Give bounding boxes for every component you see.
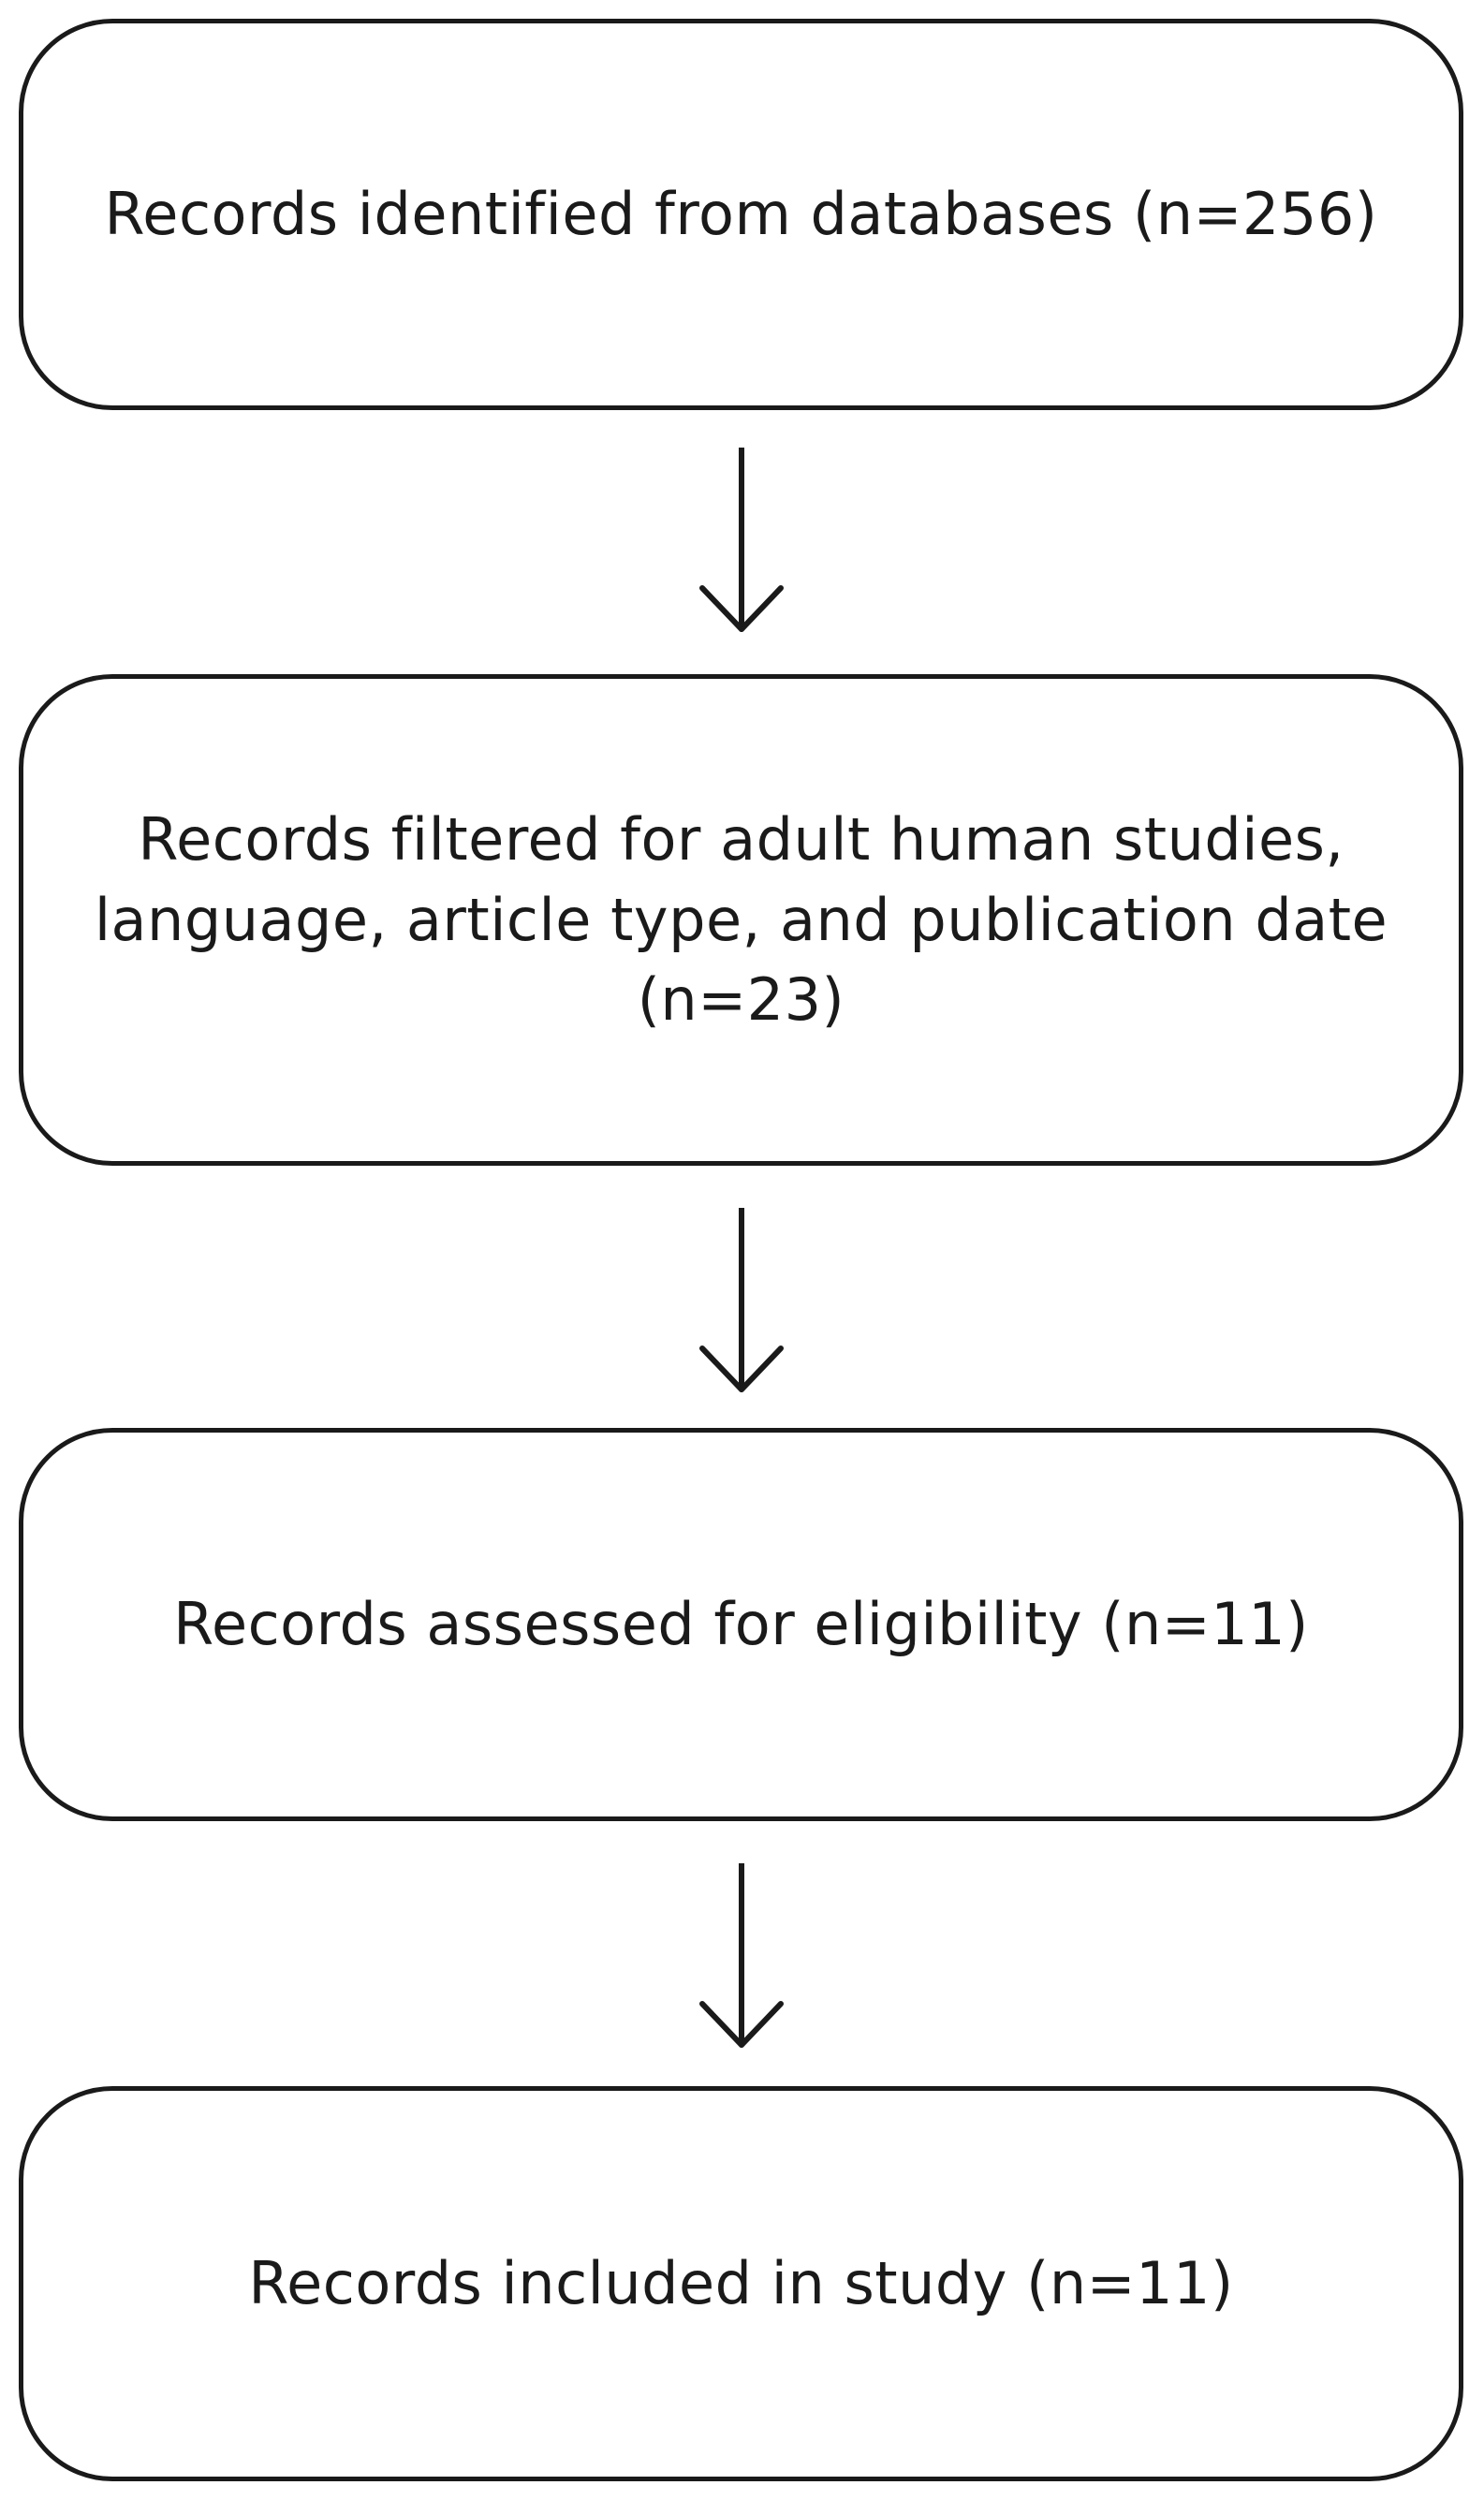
step-filtered-label: Records filtered for adult human studies… bbox=[94, 805, 1388, 1035]
step-assessed-box: Records assessed for eligibility (n=11) bbox=[19, 1428, 1463, 1821]
step-assessed-label: Records assessed for eligibility (n=11) bbox=[173, 1589, 1309, 1658]
down-arrow-icon bbox=[699, 448, 784, 632]
step-included-label: Records included in study (n=11) bbox=[248, 2248, 1234, 2317]
down-arrow-icon bbox=[699, 1863, 784, 2048]
step-identified-box: Records identified from databases (n=256… bbox=[19, 19, 1463, 410]
step-filtered-box: Records filtered for adult human studies… bbox=[19, 674, 1463, 1166]
down-arrow-icon bbox=[699, 1208, 784, 1392]
step-included-box: Records included in study (n=11) bbox=[19, 2086, 1463, 2481]
step-identified-label: Records identified from databases (n=256… bbox=[104, 179, 1378, 248]
